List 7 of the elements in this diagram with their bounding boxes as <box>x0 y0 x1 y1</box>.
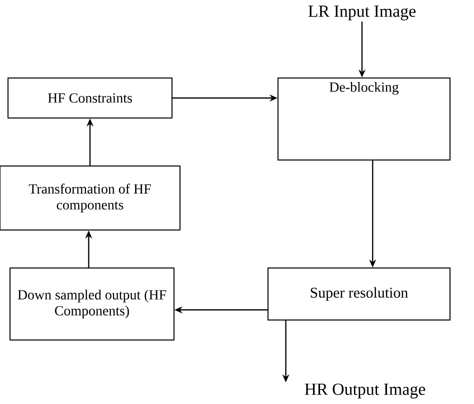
process-box: Super resolution <box>268 268 450 320</box>
image-label: HR Output Image <box>304 384 426 398</box>
process-box: Down sampled output (HF Components) <box>10 268 174 340</box>
process-box: De-blocking <box>278 78 450 160</box>
process-box: Transformation of HF components <box>0 166 180 230</box>
process-box: HF Constraints <box>8 78 172 118</box>
image-label: LR Input Image <box>308 6 416 20</box>
